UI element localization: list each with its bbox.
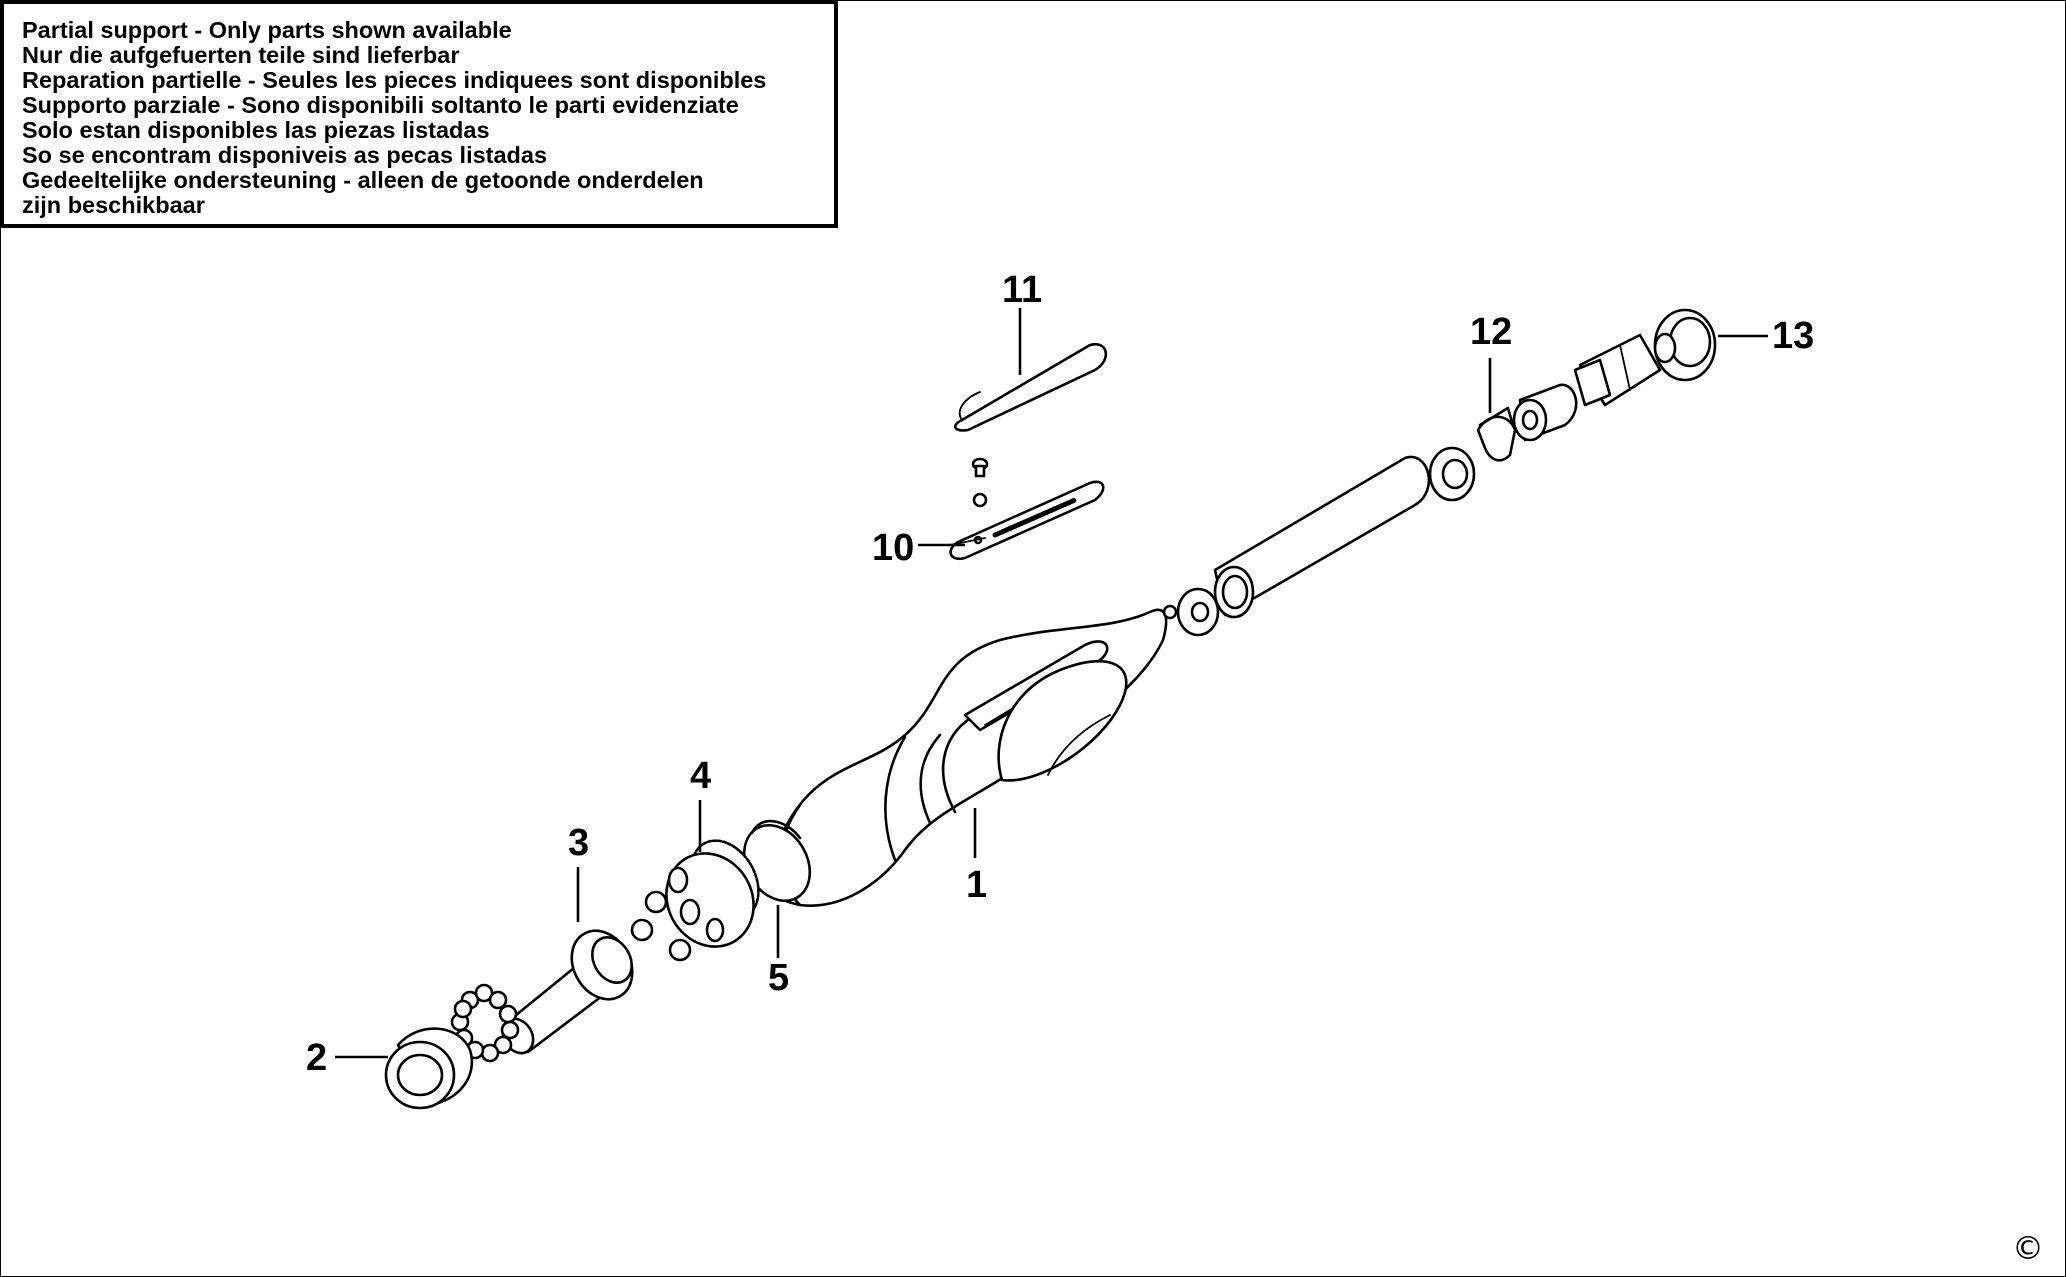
extension-tube bbox=[1213, 455, 1431, 619]
callout-leaders bbox=[335, 308, 1768, 1059]
part-10-scale-plate bbox=[949, 457, 1105, 561]
callout-11: 11 bbox=[1002, 269, 1042, 311]
part-12-clip bbox=[1476, 406, 1517, 462]
notice-line-de: Nur die aufgefuerten teile sind lieferba… bbox=[22, 42, 460, 68]
tube-washer bbox=[1428, 446, 1476, 502]
callout-3: 3 bbox=[568, 822, 589, 864]
notice-line-pt: So se encontram disponiveis as pecas lis… bbox=[22, 142, 548, 168]
bushing bbox=[1512, 383, 1578, 442]
availability-notice: Partial support - Only parts shown avail… bbox=[0, 0, 838, 228]
callout-labels: 1 2 3 4 5 10 11 12 13 bbox=[306, 269, 1814, 1079]
callout-5: 5 bbox=[768, 957, 789, 999]
callout-2: 2 bbox=[306, 1037, 327, 1079]
callout-10: 10 bbox=[872, 527, 914, 569]
part-11-cover bbox=[953, 342, 1107, 432]
square-drive bbox=[1573, 333, 1662, 407]
part-2-nut bbox=[384, 1027, 474, 1110]
svg-text:©: © bbox=[2012, 1230, 2044, 1266]
part-1-handle bbox=[766, 608, 1168, 907]
callout-12: 12 bbox=[1470, 311, 1512, 353]
notice-line-it: Supporto parziale - Sono disponibili sol… bbox=[22, 92, 739, 118]
washer-and-ball bbox=[1162, 587, 1220, 637]
part-4-ratchet-ring bbox=[665, 839, 760, 948]
notice-line-nl-2: zijn beschikbaar bbox=[22, 192, 205, 218]
notice-line-fr: Reparation partielle - Seules les pieces… bbox=[22, 67, 767, 93]
callout-1: 1 bbox=[966, 864, 987, 906]
copyright-icon: © bbox=[2012, 1230, 2044, 1266]
part-3-spindle bbox=[501, 929, 634, 1055]
notice-line-nl: Gedeeltelijke ondersteuning - alleen de … bbox=[22, 167, 704, 193]
callout-4: 4 bbox=[690, 755, 711, 797]
bearing-balls bbox=[630, 890, 692, 962]
notice-line-es: Solo estan disponibles las piezas listad… bbox=[22, 117, 490, 143]
callout-13: 13 bbox=[1772, 315, 1814, 357]
part-13-end-ring bbox=[1653, 308, 1717, 382]
notice-line-en: Partial support - Only parts shown avail… bbox=[22, 17, 512, 43]
